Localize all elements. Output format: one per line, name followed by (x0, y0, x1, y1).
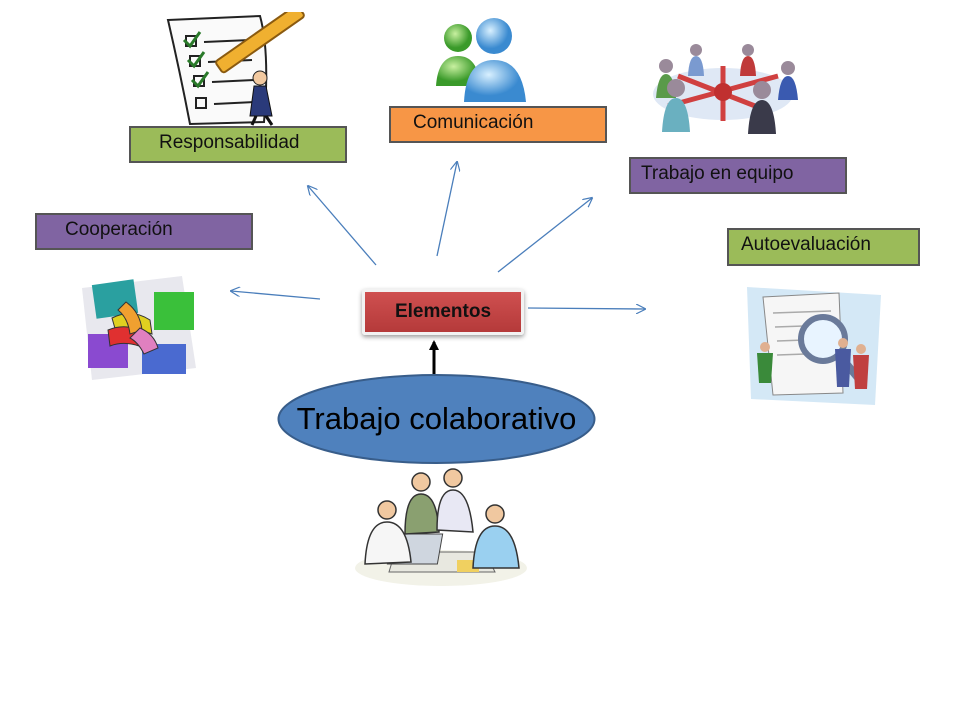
label-responsabilidad: Responsabilidad (129, 126, 347, 163)
label-autoevaluacion: Autoevaluación (727, 228, 920, 266)
arrow-to-autoevaluacion (527, 308, 645, 309)
central-node: Elementos (362, 289, 524, 335)
label-cooperacion: Cooperación (35, 213, 253, 250)
team-network-icon (653, 44, 798, 134)
arrow-to-responsabilidad (308, 186, 377, 266)
checklist-pencil-icon (166, 12, 305, 126)
arrow-to-comunicacion (436, 162, 457, 257)
base-label: Trabajo colaborativo (296, 401, 577, 436)
label-comunicacion: Comunicación (389, 106, 607, 143)
label-trabajo-equipo: Trabajo en equipo (629, 157, 847, 194)
arrow-to-cooperacion (231, 291, 321, 300)
joined-hands-icon (82, 276, 196, 380)
users-icon (436, 18, 526, 102)
magnifier-evaluation-icon (747, 287, 881, 405)
team-meeting-icon (355, 468, 527, 586)
arrow-to-trabajo-equipo (497, 198, 592, 273)
base-oval (277, 374, 596, 464)
